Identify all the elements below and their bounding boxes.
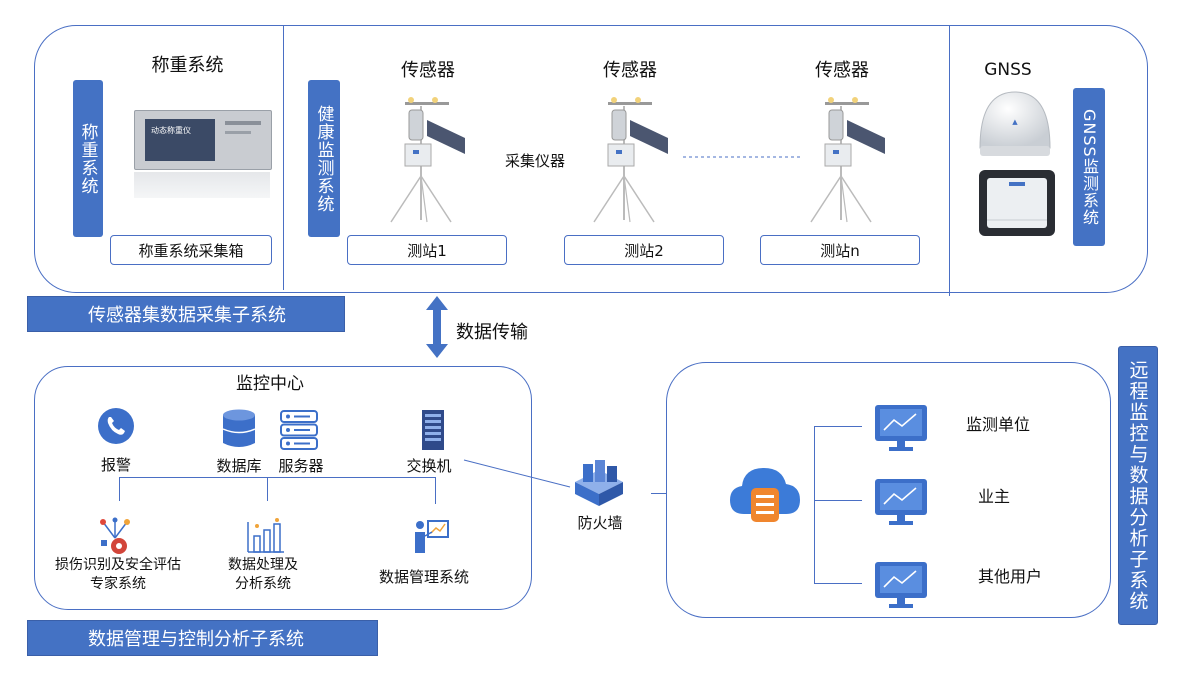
user-label-owner: 业主 [978, 487, 1011, 506]
dashed-connector [683, 156, 801, 158]
processing-system-label: 数据处理及 分析系统 [228, 557, 298, 592]
collector-label: 采集仪器 [504, 152, 565, 170]
firewall-label: 防火墙 [577, 514, 623, 532]
weighing-title: 称重系统 [151, 55, 224, 76]
sensor-label-3: 传感器 [815, 60, 869, 81]
sensor-station-icon [593, 97, 668, 223]
user-label-monitoring-unit: 监测单位 [966, 415, 1031, 434]
switch-icon [422, 410, 444, 450]
monitor-title: 监控中心 [236, 374, 304, 394]
health-side-label: 健康监测系统 [308, 80, 340, 237]
sensor-station-icon [810, 97, 885, 223]
connector-line [119, 477, 436, 478]
transfer-label: 数据传输 [456, 322, 528, 343]
connector-line [814, 426, 815, 583]
divider [283, 26, 284, 290]
management-system-label: 数据管理系统 [378, 568, 469, 586]
gnss-side-label: GNSS监测系统 [1073, 88, 1105, 246]
connector-line [814, 583, 862, 584]
bar-analysis-icon [247, 518, 284, 553]
bidirectional-arrow-icon [426, 296, 448, 358]
sensor-label-2: 传感器 [603, 60, 657, 81]
expert-system-label: 损伤识别及安全评估 专家系统 [55, 557, 181, 592]
divider [949, 26, 950, 296]
firewall-icon [575, 460, 623, 506]
connector-line [814, 500, 862, 501]
station-box-3: 测站n [760, 235, 920, 265]
server-icon [280, 410, 318, 450]
presentation-icon [415, 520, 449, 553]
alarm-label: 报警 [100, 456, 131, 474]
station-box-2: 测站2 [564, 235, 724, 265]
phone-alarm-icon [98, 408, 134, 444]
gnss-receiver-icon [979, 170, 1055, 236]
server-label: 服务器 [278, 457, 324, 475]
user-label-others: 其他用户 [978, 567, 1043, 586]
connector-line [814, 426, 862, 427]
connector-line [267, 477, 268, 501]
gnss-title: GNSS [984, 60, 1032, 80]
weighing-side-label: 称重系统 [73, 80, 103, 237]
monitor-icon [875, 479, 927, 525]
database-icon [222, 409, 256, 447]
database-label: 数据库 [216, 457, 262, 475]
sensor-label-1: 传感器 [401, 60, 455, 81]
station-box-1: 测站1 [347, 235, 507, 265]
monitor-icon [875, 562, 927, 608]
connector-line [119, 477, 120, 501]
cloud-database-icon [730, 468, 800, 522]
connector-line [435, 477, 436, 504]
weighing-device-image: 动态称重仪 [134, 110, 272, 200]
svg-text:▲: ▲ [1012, 118, 1018, 126]
remote-side-label: 远程监控与数据分析子系统 [1118, 346, 1158, 625]
switch-label: 交换机 [406, 457, 452, 475]
sensor-station-icon [390, 97, 465, 223]
connector-line [463, 459, 571, 488]
device-screen-text: 动态称重仪 [151, 126, 191, 135]
gear-network-icon [100, 517, 130, 554]
gnss-antenna-icon: ▲ [979, 91, 1051, 156]
weighing-box-label: 称重系统采集箱 [110, 235, 272, 265]
monitor-subsystem-bar: 数据管理与控制分析子系统 [27, 620, 378, 656]
monitor-center-panel [34, 366, 532, 610]
monitor-icon [875, 405, 927, 451]
acquisition-subsystem-bar: 传感器集数据采集子系统 [27, 296, 345, 332]
